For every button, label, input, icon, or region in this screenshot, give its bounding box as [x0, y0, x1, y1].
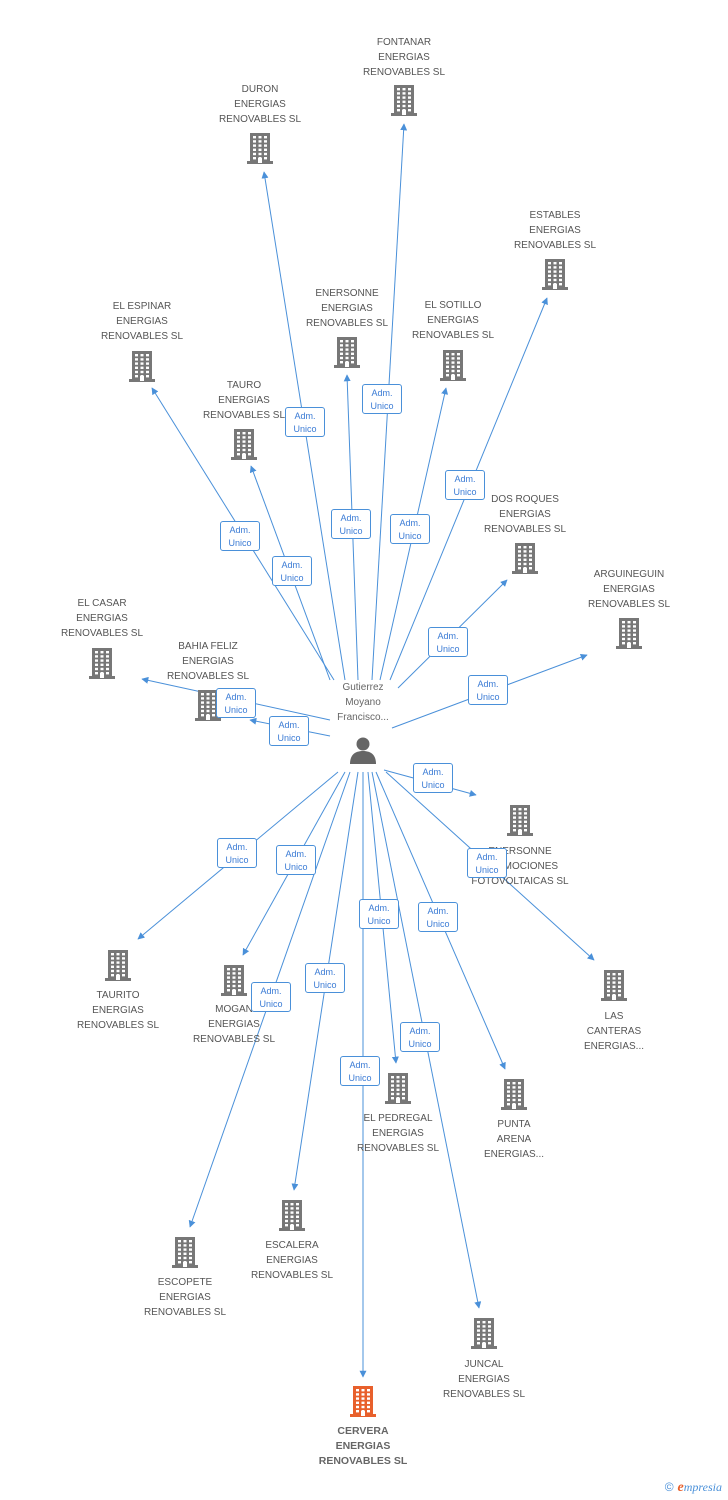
relation-badge-punta-arena[interactable]: Adm.Unico	[418, 902, 458, 932]
building-icon[interactable]	[126, 349, 158, 383]
relation-badge-arguineguin[interactable]: Adm.Unico	[468, 675, 508, 705]
relation-badge-tauro[interactable]: Adm.Unico	[272, 556, 312, 586]
building-icon[interactable]	[504, 803, 536, 837]
relation-badge-el-casar[interactable]: Adm.Unico	[216, 688, 256, 718]
building-icon[interactable]	[86, 646, 118, 680]
building-icon[interactable]	[498, 1077, 530, 1111]
person-icon[interactable]	[348, 735, 378, 765]
relation-badge-escopete[interactable]: Adm.Unico	[251, 982, 291, 1012]
brand-name: mpresia	[683, 1480, 722, 1494]
building-icon[interactable]	[509, 541, 541, 575]
relation-badge-duron[interactable]: Adm.Unico	[285, 407, 325, 437]
relation-badge-dos-roques[interactable]: Adm.Unico	[428, 627, 468, 657]
relation-badge-enersonne-fv[interactable]: Adm.Unico	[413, 763, 453, 793]
relation-badge-el-sotillo[interactable]: Adm.Unico	[390, 514, 430, 544]
building-icon[interactable]	[218, 963, 250, 997]
relation-badge-el-pedregal[interactable]: Adm.Unico	[359, 899, 399, 929]
building-icon[interactable]	[539, 257, 571, 291]
building-icon[interactable]	[388, 83, 420, 117]
building-icon[interactable]	[228, 427, 260, 461]
relation-badge-escalera[interactable]: Adm.Unico	[305, 963, 345, 993]
relation-badge-juncal[interactable]: Adm.Unico	[400, 1022, 440, 1052]
relation-badge-enersonne[interactable]: Adm.Unico	[331, 509, 371, 539]
building-icon[interactable]	[331, 335, 363, 369]
building-icon[interactable]	[598, 968, 630, 1002]
relation-badge-cervera[interactable]: Adm.Unico	[340, 1056, 380, 1086]
building-icon[interactable]	[437, 348, 469, 382]
building-icon[interactable]	[102, 948, 134, 982]
building-icon[interactable]	[613, 616, 645, 650]
building-icon[interactable]	[192, 688, 224, 722]
building-icon[interactable]	[468, 1316, 500, 1350]
building-icon[interactable]	[169, 1235, 201, 1269]
relation-badge-taurito[interactable]: Adm.Unico	[217, 838, 257, 868]
building-highlight-icon[interactable]	[347, 1384, 379, 1418]
building-icon[interactable]	[244, 131, 276, 165]
relation-badge-el-espinar[interactable]: Adm.Unico	[220, 521, 260, 551]
relation-badge-fontanar[interactable]: Adm.Unico	[362, 384, 402, 414]
building-icon[interactable]	[382, 1071, 414, 1105]
relation-badge-las-canteras[interactable]: Adm.Unico	[467, 848, 507, 878]
brand-logo: ©empresia	[665, 1480, 722, 1496]
building-icon[interactable]	[276, 1198, 308, 1232]
brand-initial: e	[677, 1480, 684, 1495]
relation-badge-bahia-feliz[interactable]: Adm.Unico	[269, 716, 309, 746]
copyright-symbol: ©	[664, 1480, 674, 1494]
relation-badge-estables[interactable]: Adm.Unico	[445, 470, 485, 500]
relation-badge-mogan[interactable]: Adm.Unico	[276, 845, 316, 875]
